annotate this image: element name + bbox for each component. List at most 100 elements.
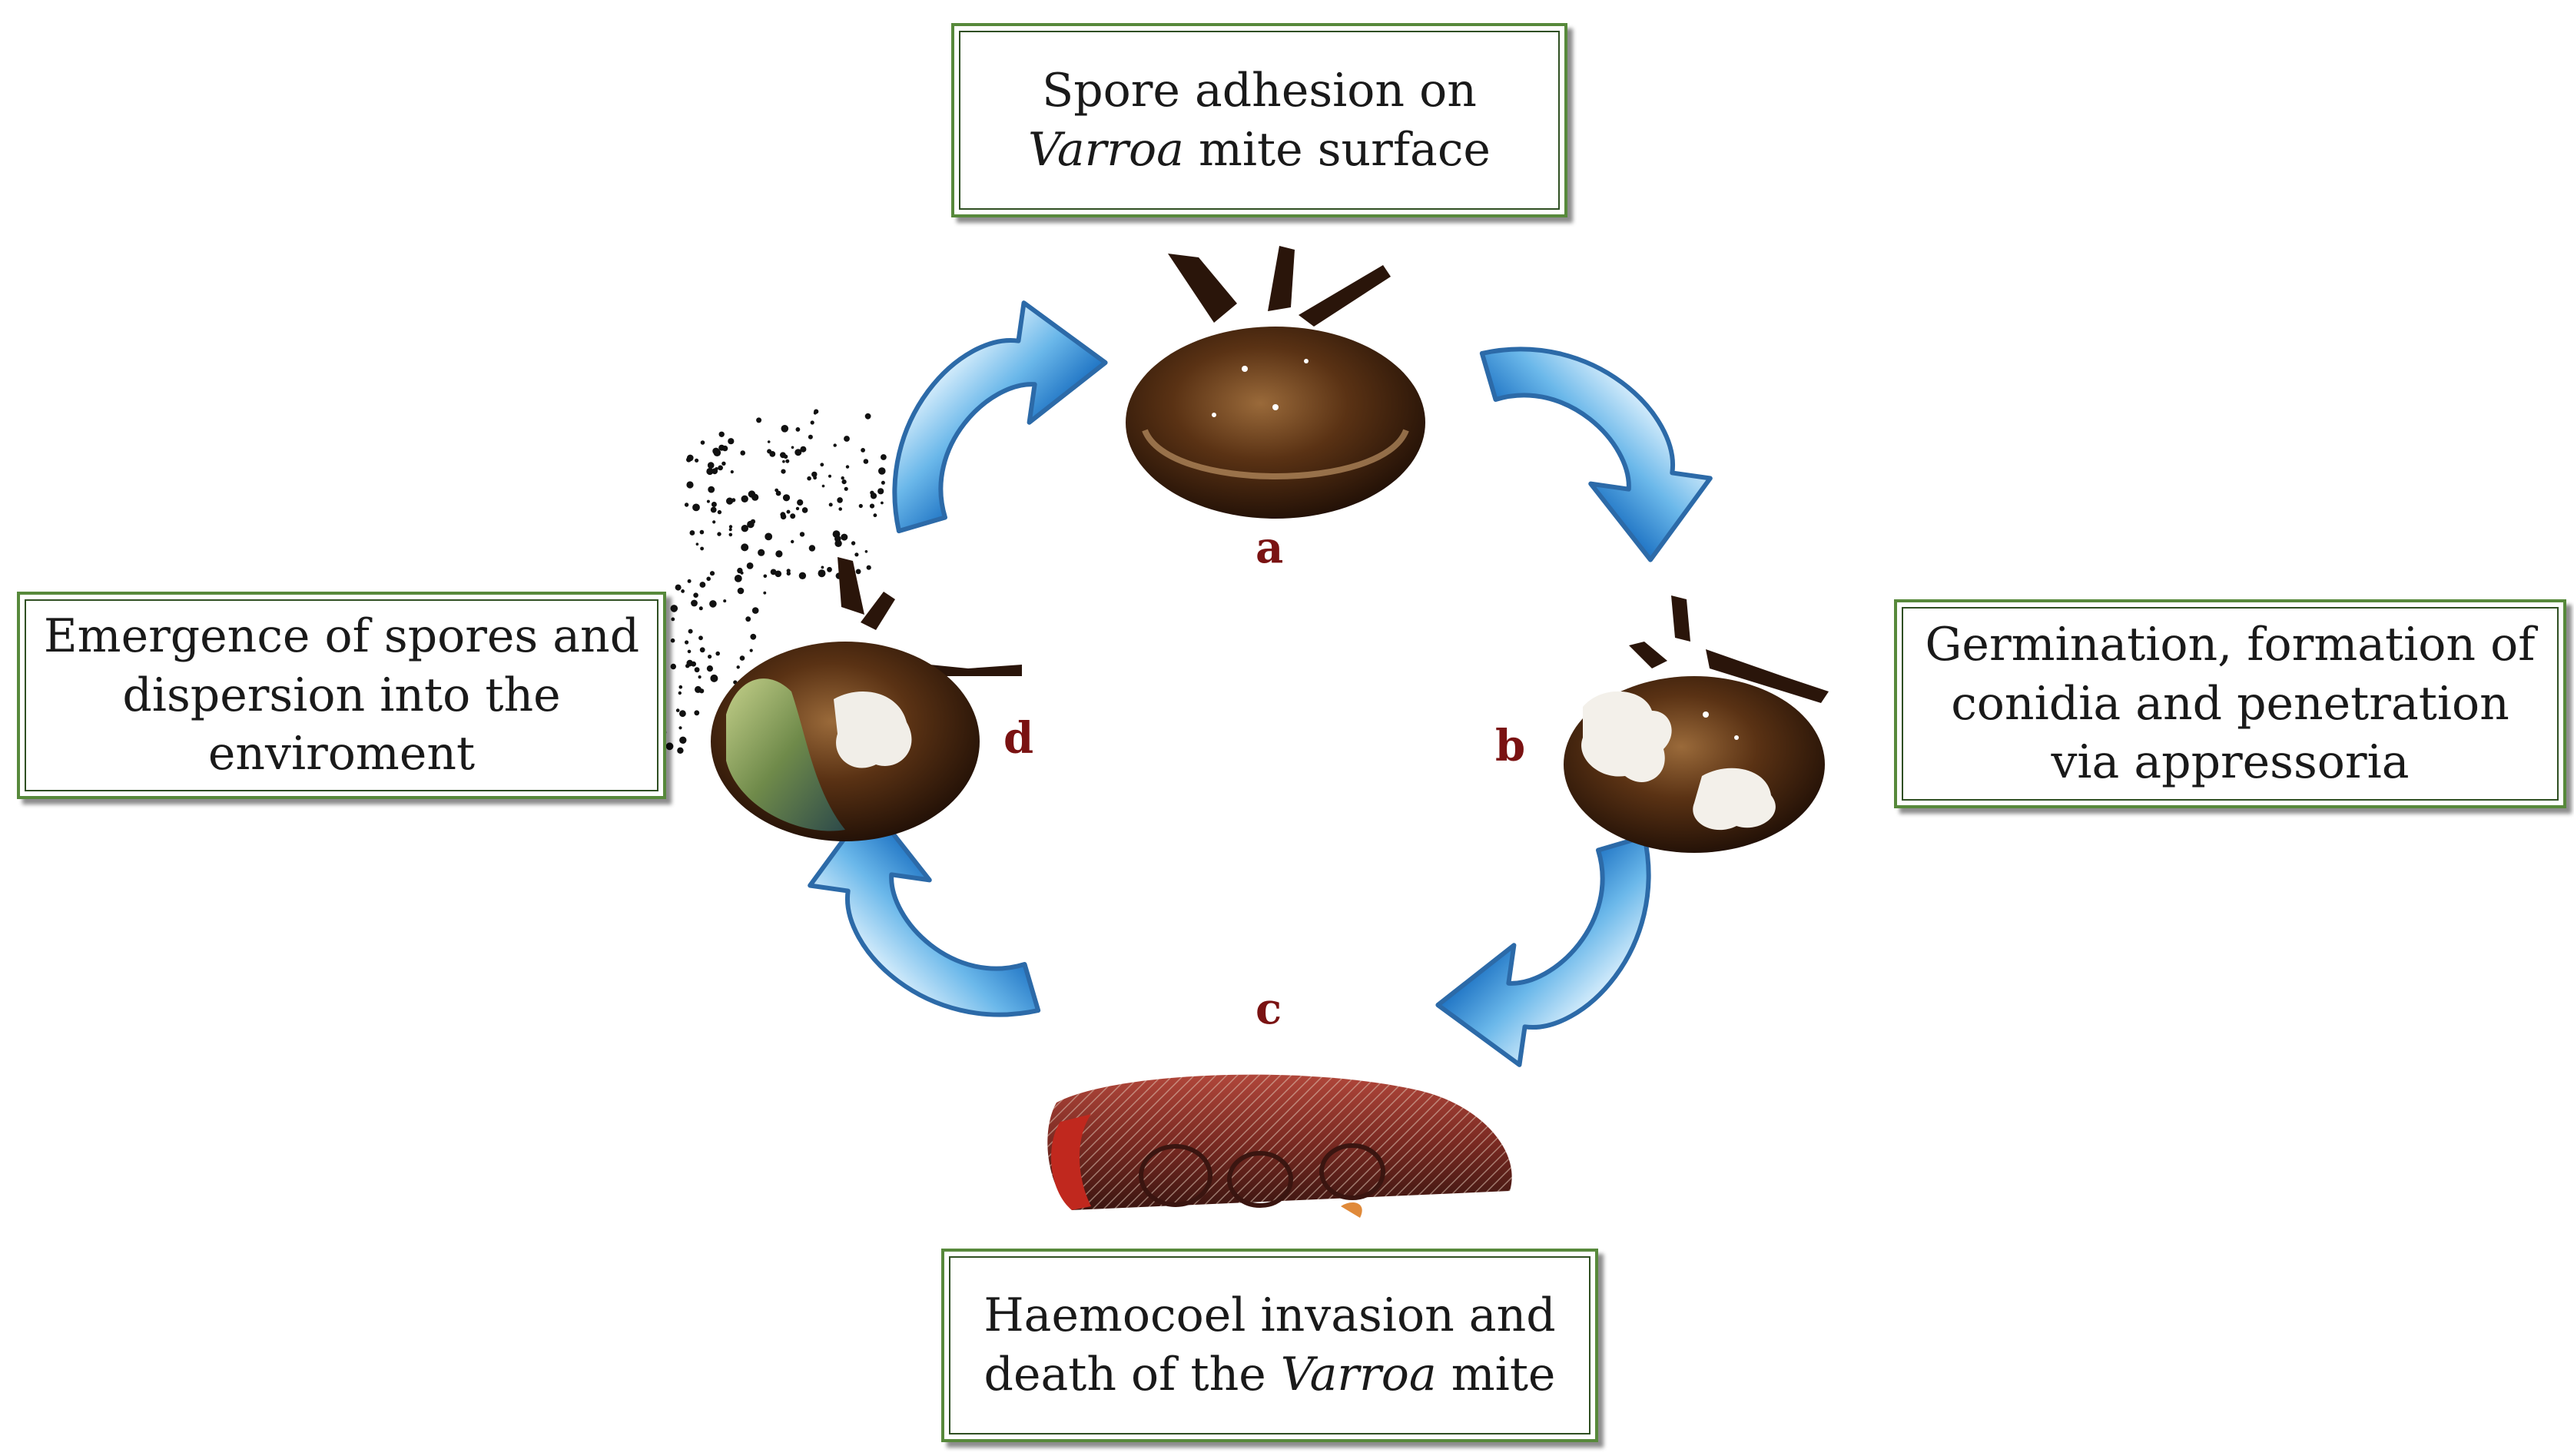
spore-dot — [687, 454, 694, 462]
spore-dot — [679, 736, 687, 744]
spore-dot — [810, 420, 814, 425]
spore-dot — [807, 476, 811, 481]
spore-dot — [688, 629, 693, 634]
spore-dot — [699, 647, 705, 653]
spore-dot — [797, 499, 804, 506]
stage-c-text-line2-rest: mite — [1436, 1348, 1556, 1401]
spore-dot — [677, 747, 684, 754]
spore-dot — [685, 664, 690, 668]
mite-d-illustration — [711, 557, 1022, 841]
spore-dot — [728, 525, 733, 529]
stage-a-text-line2-rest: mite surface — [1183, 122, 1491, 177]
spore-dot — [858, 503, 863, 509]
spore-dot — [736, 665, 740, 669]
spore-dot — [706, 576, 711, 582]
spore-dot — [718, 465, 723, 471]
spore-dot — [723, 599, 727, 603]
spore-dot — [821, 565, 824, 569]
spore-dot — [845, 465, 850, 469]
spore-dot — [834, 539, 842, 547]
spore-dot — [811, 471, 818, 478]
spore-dot — [700, 440, 705, 445]
spore-dot — [828, 474, 831, 478]
spore-dot — [684, 502, 689, 507]
spore-dot — [799, 532, 805, 537]
spore-dot — [841, 533, 848, 541]
spore-dot — [694, 667, 700, 673]
stage-c-box: Haemocoel invasion and death of the Varr… — [941, 1249, 1598, 1442]
spore-dot — [691, 661, 696, 667]
spore-dot — [707, 462, 715, 469]
spore-dot — [828, 502, 833, 507]
spore-dot — [795, 427, 801, 432]
spore-dot — [709, 571, 715, 576]
spore-dot — [670, 605, 678, 612]
spore-dot — [698, 606, 703, 611]
spore-dot — [678, 691, 682, 695]
stage-d-box: Emergence of spores and dispersion into … — [17, 592, 666, 799]
spore-dot — [795, 506, 800, 511]
spore-dot — [678, 685, 683, 689]
spore-dot — [775, 490, 781, 496]
spore-dot — [679, 710, 686, 718]
spore-dot — [878, 467, 886, 475]
spore-dot — [700, 546, 704, 551]
spore-dot — [763, 591, 767, 595]
stage-a-text-line1: Spore adhesion on — [1042, 63, 1477, 118]
spore-dot — [820, 463, 824, 467]
spore-dot — [717, 532, 721, 536]
spore-dot — [877, 488, 884, 495]
spore-dot — [881, 454, 887, 460]
spore-dot — [775, 570, 782, 578]
stage-b-text-line2: conidia and penetration — [1951, 676, 2509, 731]
stage-b-box: Germination, formation of conidia and pe… — [1894, 599, 2566, 808]
spore-dot — [791, 539, 794, 544]
stage-d-text-line3: enviroment — [207, 727, 476, 781]
spore-dot — [709, 600, 717, 608]
spore-dot — [837, 497, 843, 503]
stage-d-text-line2: dispersion into the — [122, 668, 561, 722]
spore-dot — [695, 685, 702, 693]
spore-dot — [746, 562, 754, 569]
stage-c-text-line2-pre: death of the — [983, 1348, 1281, 1401]
spore-dot — [864, 550, 868, 553]
spore-dot — [687, 649, 692, 654]
spore-dot — [730, 470, 734, 474]
spore-dot — [855, 569, 861, 575]
stage-c-text-line2: death of the Varroa mite — [984, 1345, 1556, 1405]
spore-dot — [786, 509, 791, 514]
spore-dot — [708, 655, 712, 659]
spore-dot — [728, 528, 732, 532]
spore-dot — [775, 550, 783, 558]
spore-dot — [728, 532, 733, 537]
spore-dot — [780, 513, 787, 520]
spore-dot — [851, 541, 856, 546]
spore-dot — [695, 542, 699, 546]
spore-dot — [790, 513, 796, 519]
stage-b-text-line3: via appressoria — [2051, 735, 2410, 790]
spore-dot — [715, 651, 720, 656]
spore-dot — [798, 572, 807, 579]
spore-dot — [758, 549, 765, 556]
spore-dot — [741, 543, 749, 552]
spore-dot — [866, 565, 871, 570]
spore-dot — [706, 665, 714, 672]
spore-dot — [854, 552, 859, 557]
spore-dot — [740, 450, 745, 456]
spore-dot — [881, 501, 884, 505]
spore-dot — [721, 461, 726, 466]
spore-dot — [675, 584, 682, 591]
stage-c-text-line1: Haemocoel invasion and — [983, 1289, 1556, 1343]
spore-dot — [750, 519, 756, 524]
spore-dot — [801, 507, 808, 513]
spore-dot — [873, 513, 877, 518]
stage-b-text-line1: Germination, formation of — [1925, 617, 2536, 672]
spore-dot — [781, 425, 789, 433]
stage-a-box: Spore adhesion on Varroa mite surface — [951, 23, 1567, 217]
spore-dot — [739, 655, 745, 661]
arrow-a-to-b — [1463, 297, 1726, 559]
spore-dot — [841, 479, 847, 485]
spore-dot — [712, 520, 716, 524]
spore-dot — [844, 486, 848, 491]
